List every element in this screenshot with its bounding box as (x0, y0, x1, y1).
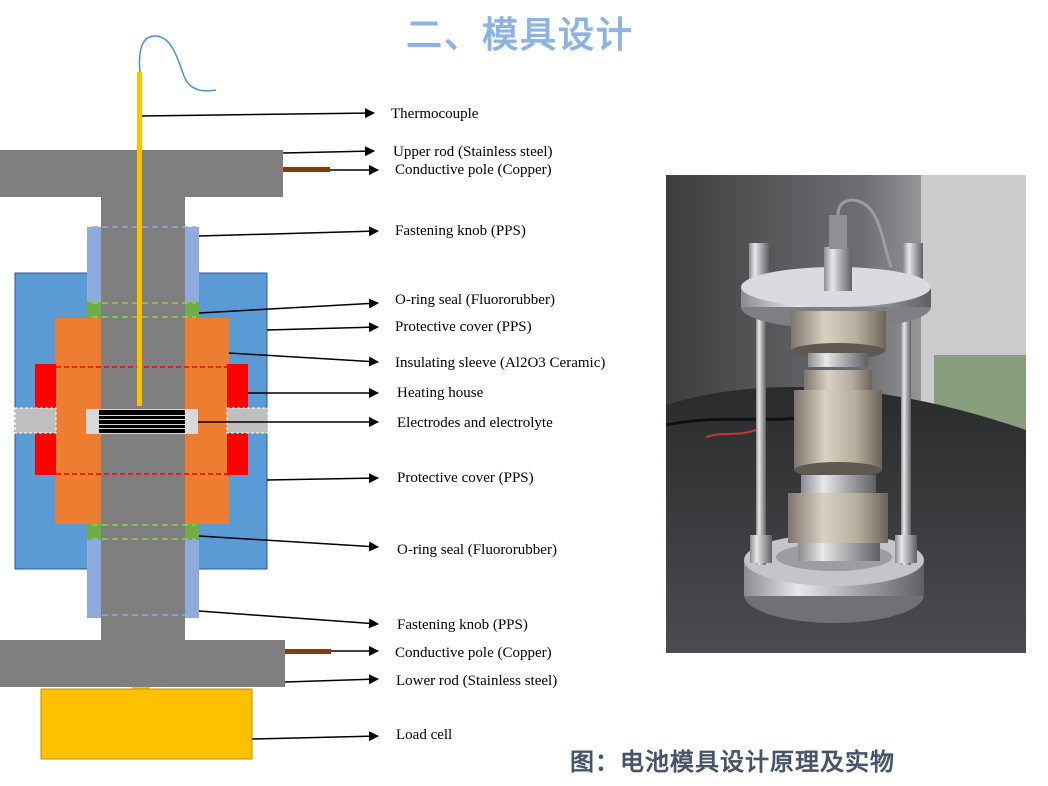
label-thermocouple: Thermocouple (391, 106, 479, 122)
fastening-knob-bottom-left (87, 540, 101, 618)
label-insulating-sleeve: Insulating sleeve (Al2O3 Ceramic) (395, 355, 606, 371)
side-connector-right (226, 407, 269, 434)
oring-top-right (185, 302, 199, 318)
callout-arrows (141, 108, 379, 742)
label-protective-cover-bottom: Protective cover (PPS) (397, 470, 534, 486)
label-lower-rod: Lower rod (Stainless steel) (396, 673, 558, 689)
label-conductive-pole-bottom: Conductive pole (Copper) (395, 645, 552, 661)
electrode-layer-4 (99, 425, 185, 428)
electrode-layer-3 (99, 420, 185, 424)
lower-rod-plate (0, 640, 285, 687)
label-load-cell: Load cell (396, 727, 453, 743)
oring-bottom-left (87, 524, 101, 540)
fastening-knob-top-right (185, 227, 199, 302)
conductive-pole-top (283, 167, 330, 172)
mold-photo (666, 175, 1026, 653)
fastening-knob-top-left (87, 227, 101, 302)
thermocouple-wire (138, 35, 217, 92)
fastening-knob-bottom-right (185, 540, 199, 618)
page-title: 二、模具设计 (405, 15, 634, 56)
electrode-layer-2 (99, 416, 185, 419)
figure-caption: 图：电池模具设计原理及实物 (570, 748, 895, 776)
label-protective-cover-top: Protective cover (PPS) (395, 319, 532, 335)
label-fastening-knob-top: Fastening knob (PPS) (395, 223, 526, 239)
label-oring-top: O-ring seal (Fluororubber) (395, 292, 555, 308)
side-connector-left (14, 407, 57, 434)
lower-rod-stem (101, 433, 185, 640)
electrode-layer-1 (99, 410, 185, 415)
thermocouple-rod (137, 72, 142, 406)
label-electrodes: Electrodes and electrolyte (397, 415, 553, 431)
label-heating-house: Heating house (397, 385, 484, 401)
oring-top-left (87, 302, 101, 318)
oring-bottom-right (185, 524, 199, 540)
label-conductive-pole-top: Conductive pole (Copper) (395, 162, 552, 178)
conductive-pole-bottom (285, 649, 331, 654)
label-oring-bottom: O-ring seal (Fluororubber) (397, 542, 557, 558)
label-fastening-knob-bottom: Fastening knob (PPS) (397, 617, 528, 633)
label-upper-rod: Upper rod (Stainless steel) (393, 144, 553, 160)
electrode-layer-5 (99, 429, 185, 433)
load-cell (40, 688, 253, 760)
